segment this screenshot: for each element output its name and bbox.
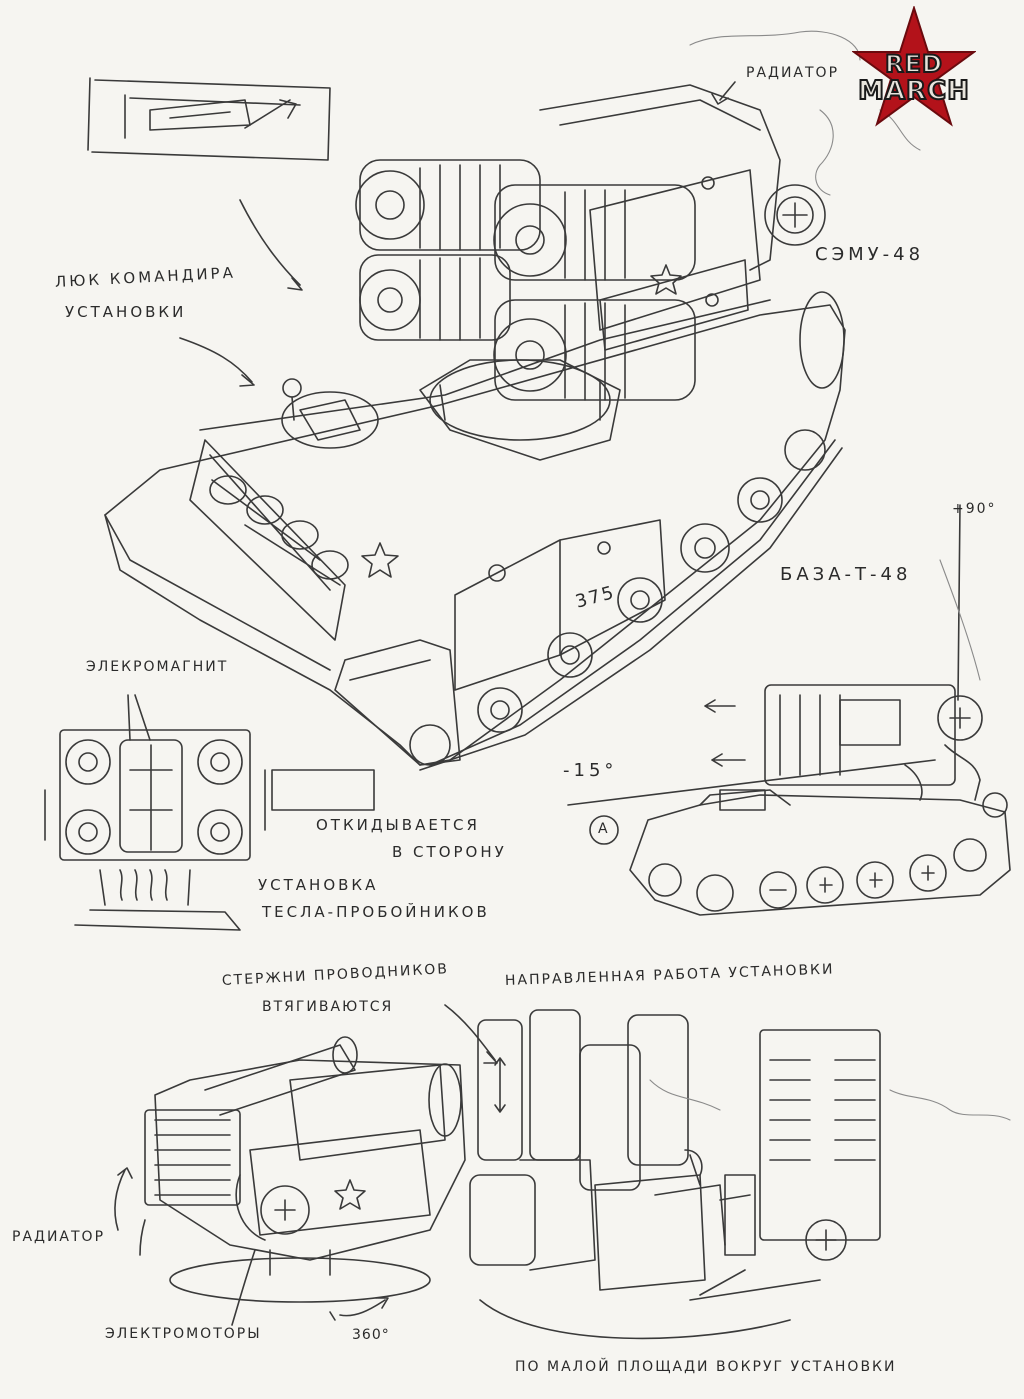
thumbnail-sketch	[87, 77, 331, 161]
logo-word-red: RED	[884, 49, 943, 79]
elevation-diagram	[567, 504, 1011, 916]
label-elevation-down: -15°	[563, 760, 618, 781]
conductor-rods-sketch	[444, 1004, 881, 1340]
label-tesla-2: ТЕСЛА-ПРОБОЙНИКОВ	[262, 903, 490, 921]
label-rotation: 360°	[352, 1327, 390, 1343]
label-folds-2: В СТОРОНУ	[392, 843, 507, 861]
label-rods-2: ВТЯГИВАЮТСЯ	[262, 999, 394, 1015]
label-radiator-bottom: РАДИАТОР	[12, 1229, 106, 1245]
label-folds-1: ОТКИДЫВАЕТСЯ	[316, 816, 480, 834]
label-vehicle-name: СЭМУ-48	[815, 244, 925, 265]
red-star-icon	[852, 6, 976, 127]
label-elevation-up: +90°	[952, 501, 997, 517]
label-base-name: БАЗА-Т-48	[780, 564, 912, 585]
logo-word-march: MARCH	[857, 75, 970, 107]
label-electromagnet: ЭЛЕКРОМАГНИТ	[86, 659, 229, 675]
label-tesla-1: УСТАНОВКА	[258, 876, 379, 894]
label-radiator-top: РАДИАТОР	[746, 65, 840, 81]
label-marker-a: A	[598, 821, 608, 837]
turret-unit-sketch	[114, 1036, 466, 1326]
label-commander-hatch-2: УСТАНОВКИ	[65, 303, 187, 321]
electromagnet-front-view	[44, 694, 375, 931]
label-small-area: ПО МАЛОЙ ПЛОЩАДИ ВОКРУГ УСТАНОВКИ	[515, 1359, 897, 1375]
red-march-logo: RED MARCH	[852, 6, 976, 136]
label-electromotors: ЭЛЕКТРОМОТОРЫ	[105, 1326, 262, 1342]
smu-48-vehicle	[104, 84, 846, 771]
